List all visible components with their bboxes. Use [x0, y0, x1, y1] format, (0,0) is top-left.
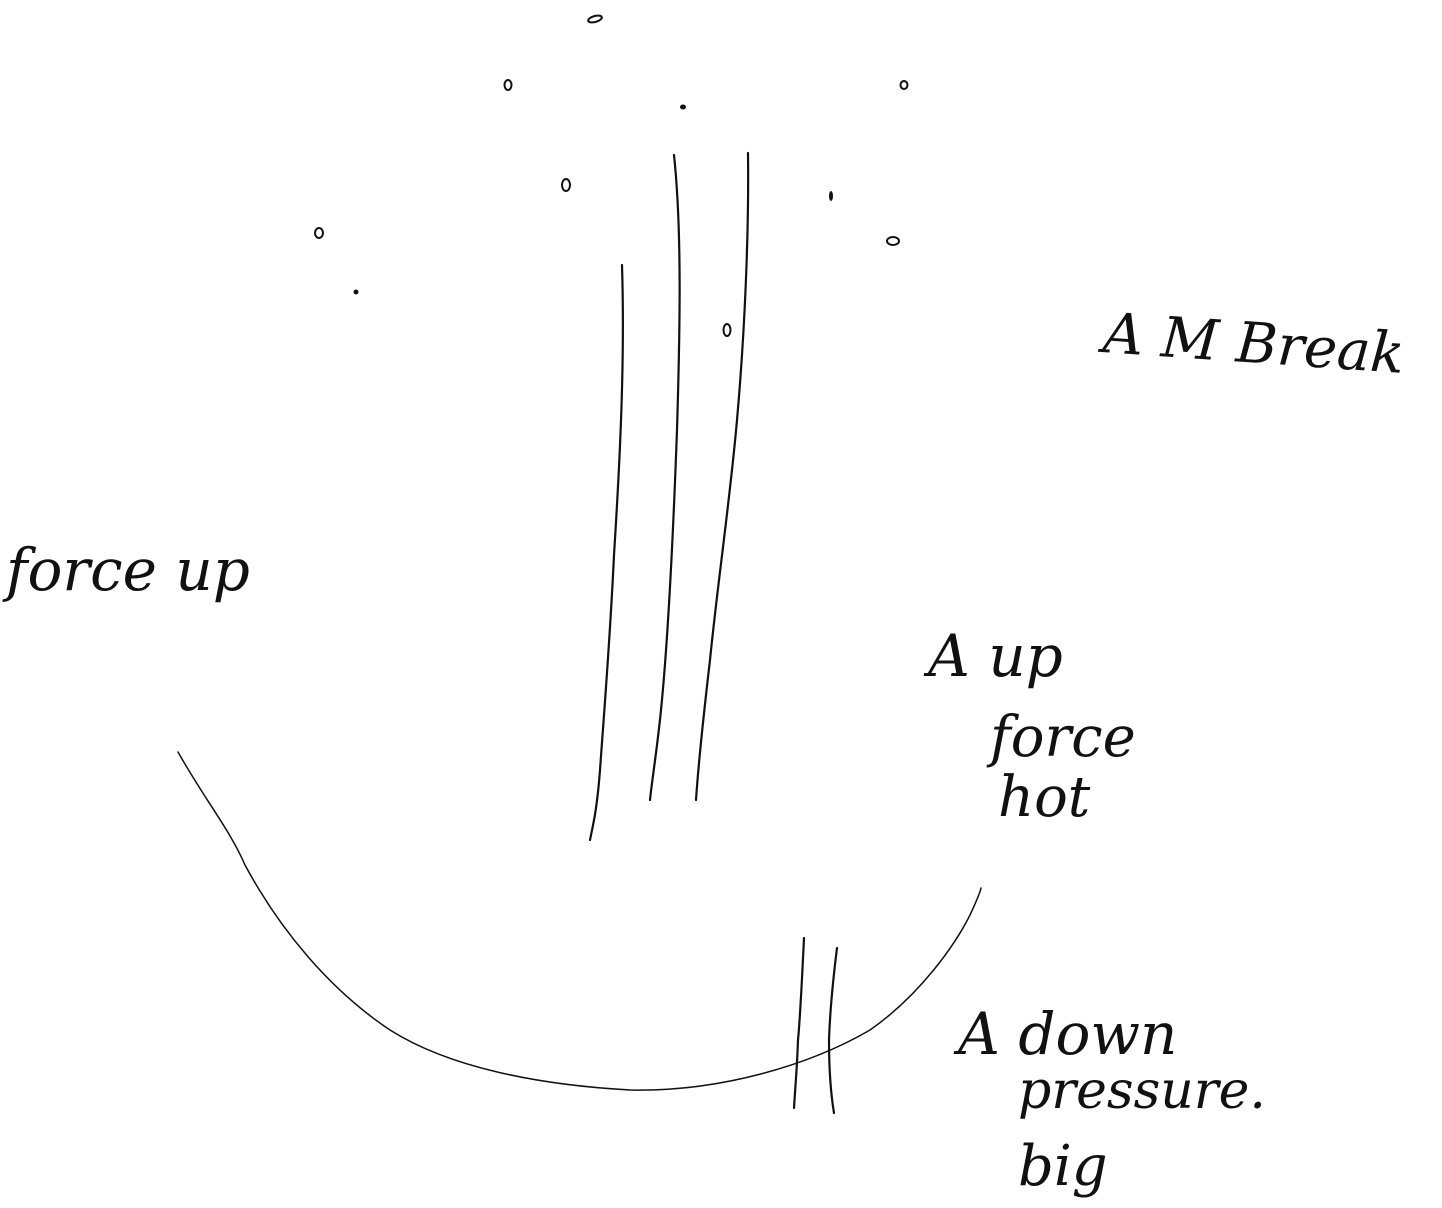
label-a-down: A down: [953, 1000, 1177, 1068]
droplet: [503, 79, 513, 91]
droplet: [353, 289, 359, 295]
droplet: [829, 191, 833, 201]
droplet: [314, 227, 324, 239]
droplet: [886, 236, 900, 246]
label-force: force: [986, 705, 1136, 770]
droplet-particles: [314, 14, 909, 337]
stream-line-right: [694, 151, 750, 802]
label-hot: hot: [998, 765, 1091, 830]
label-a-up: A up: [923, 622, 1063, 690]
droplet: [587, 14, 603, 24]
label-pressure: pressure.: [1018, 1061, 1266, 1121]
downward-marks: [792, 936, 839, 1115]
bowl-curve: [177, 751, 982, 1091]
droplet: [722, 323, 732, 337]
rising-streams: [588, 151, 750, 842]
down-line-left: [792, 936, 806, 1110]
down-line-right: [827, 946, 839, 1115]
droplet: [899, 80, 909, 90]
label-big: big: [1018, 1134, 1108, 1199]
stream-line-middle: [648, 153, 681, 802]
droplet: [680, 104, 686, 110]
label-force-up: force up: [2, 536, 250, 604]
label-am-break: A M Break: [1096, 301, 1407, 387]
droplet: [561, 178, 571, 192]
stream-line-left: [588, 263, 624, 842]
